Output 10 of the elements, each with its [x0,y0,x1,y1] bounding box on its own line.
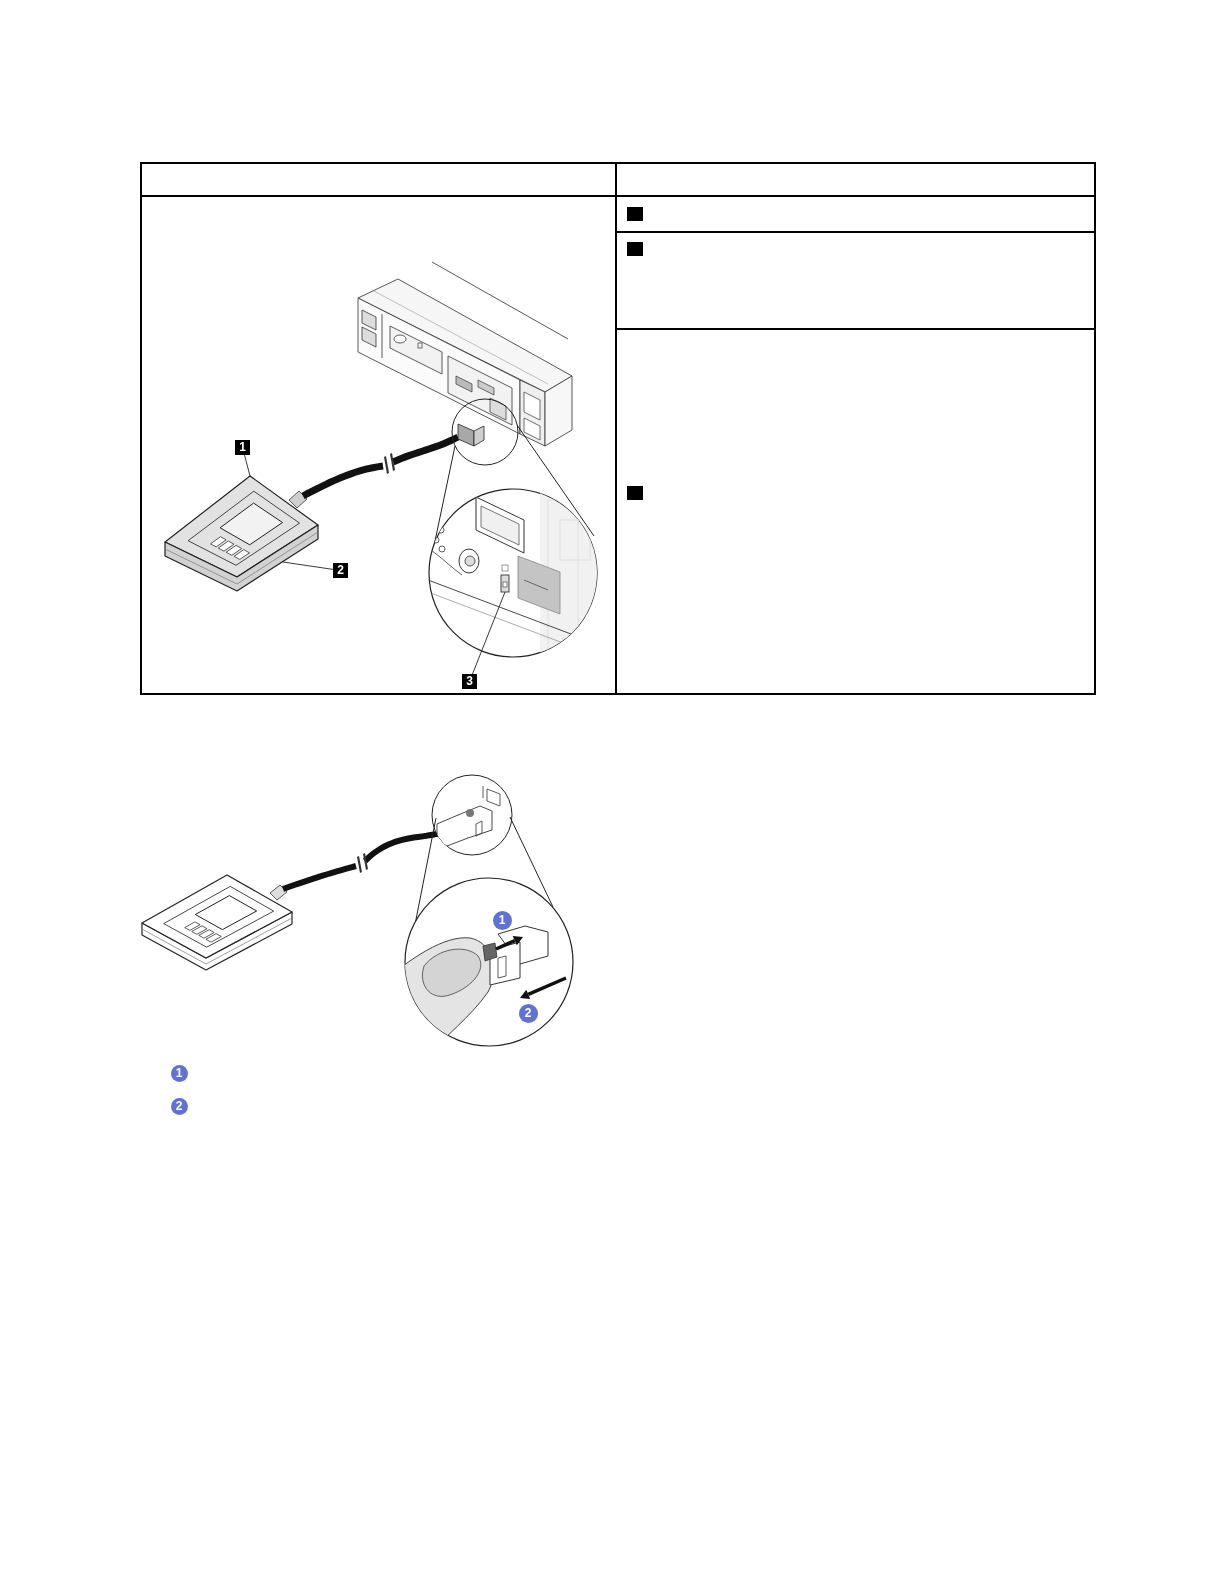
callout-number: 1 [235,440,250,455]
leader-line [282,561,334,570]
leader-line [244,454,251,477]
leader-line [472,591,506,675]
callout-number: 2 [333,563,348,578]
step-number: 1 [170,1064,188,1082]
step-number: 2 [170,1097,188,1115]
callout-number: 3 [462,674,477,689]
handset-base [164,524,319,592]
connector-port [500,574,510,593]
